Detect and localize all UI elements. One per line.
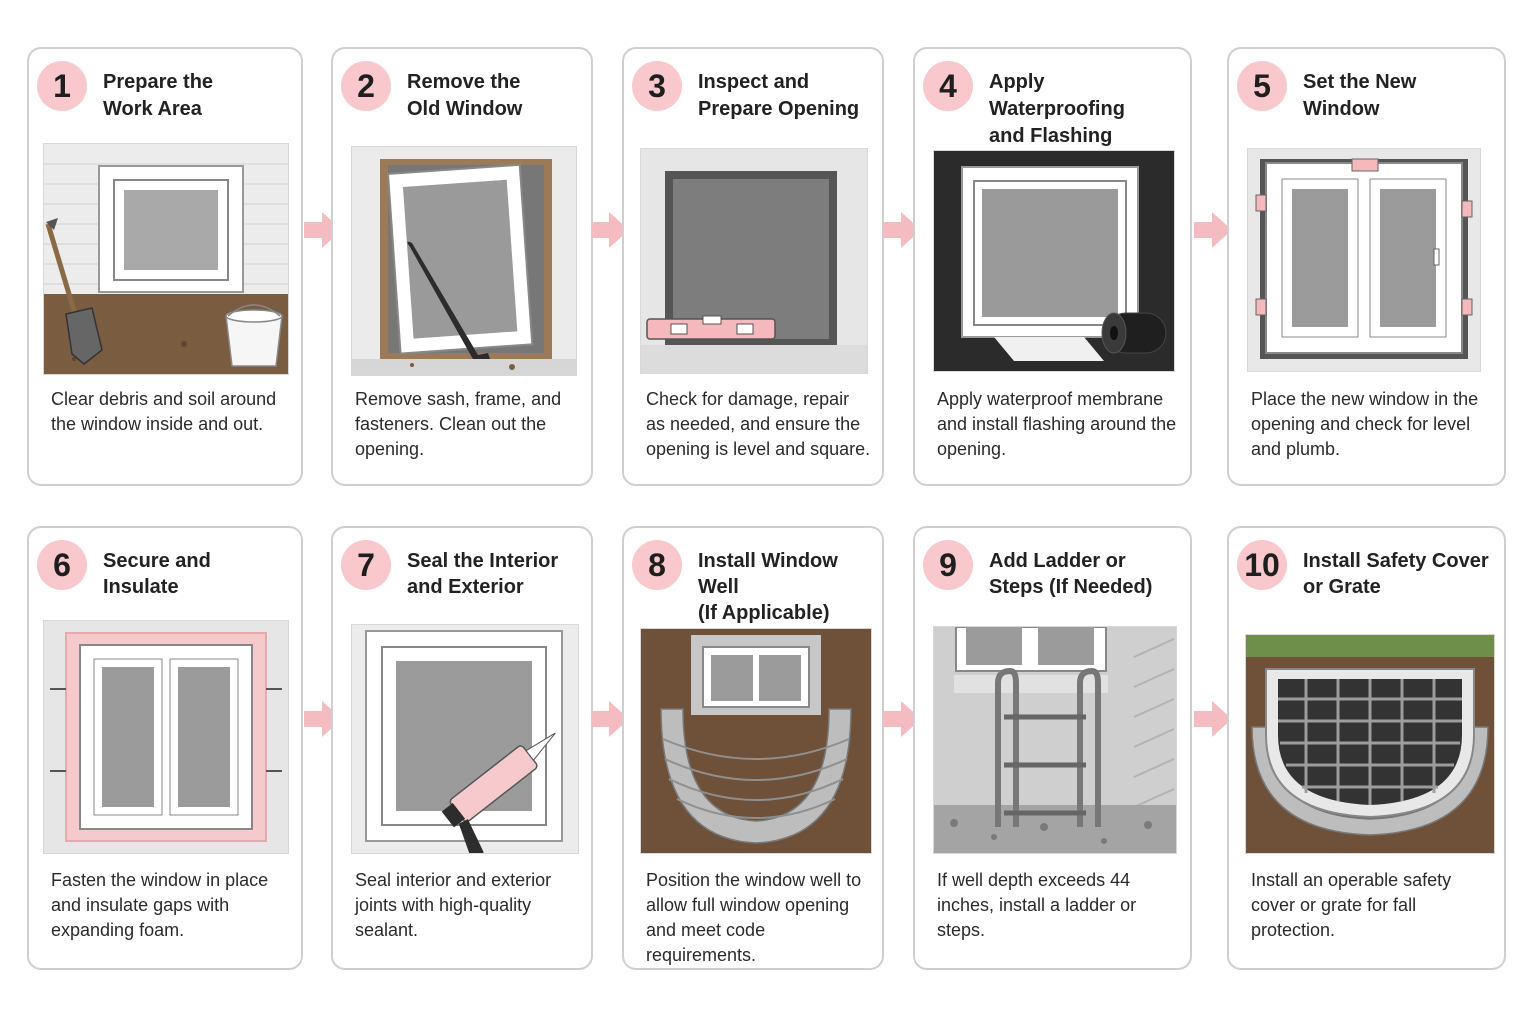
- step-number-badge: 2: [341, 61, 391, 111]
- step-card-8: 8 Install Window Well (If Applicable) Po…: [622, 526, 884, 970]
- step-number-badge: 4: [923, 61, 973, 111]
- arrow-right-icon: [879, 208, 923, 252]
- window-well-illustration: [640, 628, 872, 854]
- shims-window-illustration: [1247, 148, 1481, 372]
- arrow-right-icon: [587, 208, 631, 252]
- arrow-right-icon: [1190, 697, 1234, 741]
- arrow-right-icon: [300, 208, 344, 252]
- arrow-right-icon: [587, 697, 631, 741]
- step-description: Seal interior and exterior joints with h…: [355, 870, 552, 940]
- step-title: Prepare the Work Area: [103, 71, 214, 120]
- step-number-badge: 10: [1237, 540, 1287, 590]
- step-description: If well depth exceeds 44 inches, install…: [937, 870, 1137, 940]
- step-description: Remove sash, frame, and fasteners. Clean…: [355, 389, 562, 459]
- level-opening-illustration: [640, 148, 868, 374]
- step-card-10: 10 Install Safety Cover or Grate Install…: [1227, 526, 1506, 970]
- step-card-4: 4 Apply Waterproofing and Flashing Apply…: [913, 47, 1192, 486]
- step-title: Secure and Insulate: [103, 550, 211, 598]
- arrow-right-icon: [300, 697, 344, 741]
- step-card-1: 1 Prepare the Work Area Clear debris and…: [27, 47, 303, 486]
- step-title: Install Window Well (If Applicable): [698, 550, 838, 624]
- step-number-badge: 6: [37, 540, 87, 590]
- step-description: Fasten the window in place and insulate …: [51, 870, 269, 940]
- step-number-badge: 3: [632, 61, 682, 111]
- step-description: Position the window well to allow full w…: [646, 870, 862, 965]
- step-title: Apply Waterproofing and Flashing: [989, 71, 1125, 147]
- step-number-badge: 1: [37, 61, 87, 111]
- step-number-badge: 5: [1237, 61, 1287, 111]
- arrow-right-icon: [1190, 208, 1234, 252]
- step-card-3: 3 Inspect and Prepare Opening Check for …: [622, 47, 884, 486]
- step-card-6: 6 Secure and Insulate Fasten the window …: [27, 526, 303, 970]
- step-description: Install an operable safety cover or grat…: [1251, 870, 1452, 940]
- step-description: Place the new window in the opening and …: [1251, 389, 1479, 459]
- step-title: Seal the Interior and Exterior: [407, 550, 559, 598]
- arrow-right-icon: [879, 697, 923, 741]
- step-title: Set the New Window: [1303, 71, 1417, 120]
- step-description: Check for damage, repair as needed, and …: [646, 389, 871, 459]
- step-number-badge: 7: [341, 540, 391, 590]
- grate-cover-illustration: [1245, 634, 1495, 854]
- step-number-badge: 8: [632, 540, 682, 590]
- step-title: Remove the Old Window: [407, 71, 523, 120]
- step-card-7: 7 Seal the Interior and Exterior Seal in…: [331, 526, 593, 970]
- step-description: Apply waterproof membrane and install fl…: [937, 389, 1177, 459]
- step-title: Add Ladder or Steps (If Needed): [989, 550, 1153, 598]
- step-card-9: 9 Add Ladder or Steps (If Needed) If wel…: [913, 526, 1192, 970]
- ladder-illustration: [933, 626, 1177, 854]
- step-title: Install Safety Cover or Grate: [1303, 550, 1489, 598]
- step-description: Clear debris and soil around the window …: [51, 389, 277, 434]
- step-card-5: 5 Set the New Window Place the new windo…: [1227, 47, 1506, 486]
- pry-bar-window-removal-illustration: [351, 146, 577, 376]
- step-card-2: 2 Remove the Old Window Remove sash, fra…: [331, 47, 593, 486]
- membrane-roll-illustration: [933, 150, 1175, 372]
- step-number-badge: 9: [923, 540, 973, 590]
- step-title: Inspect and Prepare Opening: [698, 71, 860, 120]
- foam-screws-window-illustration: [43, 620, 289, 854]
- shovel-bucket-window-illustration: [43, 143, 289, 375]
- caulk-gun-illustration: [351, 624, 579, 854]
